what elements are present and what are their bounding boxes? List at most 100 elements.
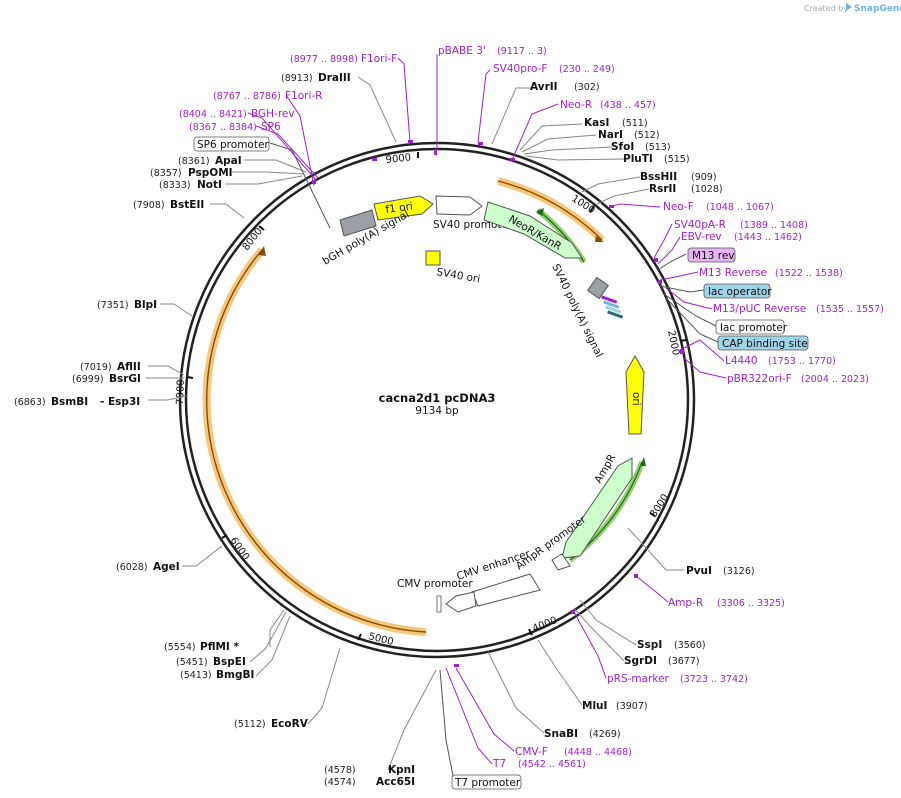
- primer-pbabe3-pos: (9117 .. 3): [497, 46, 547, 57]
- enzyme-bsteii[interactable]: BstEII: [170, 199, 204, 211]
- primer-pbabe3[interactable]: pBABE 3': [438, 45, 486, 57]
- enzyme-sfoi[interactable]: SfoI: [611, 141, 634, 153]
- primer-l4440-pos: (1753 .. 1770): [768, 356, 836, 367]
- feature-ampr-promoter[interactable]: [551, 553, 571, 571]
- feature-cmv-enhancer[interactable]: [471, 573, 541, 607]
- orf-arc-1-arrow-icon: [595, 236, 604, 242]
- primer-m13-reverse[interactable]: M13 Reverse: [699, 267, 767, 279]
- enzyme-mlui[interactable]: MluI: [582, 700, 607, 712]
- enzyme-snabi[interactable]: SnaBI: [544, 728, 578, 740]
- primer-sp6-pos: (8367 .. 8384): [189, 122, 257, 133]
- enzyme-rsrii[interactable]: RsrII: [649, 183, 676, 195]
- box-lac-promoter[interactable]: [715, 319, 785, 335]
- box-lac-operator[interactable]: [703, 283, 771, 299]
- primer-sv40pa-r[interactable]: SV40pA-R: [674, 219, 726, 231]
- enzyme-agei[interactable]: AgeI: [153, 561, 180, 573]
- enzyme-agei-pos: (6028): [116, 562, 148, 573]
- primer-neo-r[interactable]: Neo-R: [560, 99, 592, 111]
- enzyme-ecorv[interactable]: EcoRV: [271, 718, 309, 730]
- enzyme-pspomi[interactable]: PspOMI: [188, 167, 233, 179]
- snapgene-logo-icon: [846, 3, 852, 11]
- primer-m13puc-reverse[interactable]: M13/pUC Reverse: [713, 303, 806, 315]
- feature-t7-marker: [436, 595, 442, 613]
- primer-amp-r[interactable]: Amp-R: [668, 597, 703, 609]
- enzyme-bsrgi[interactable]: BsrGI: [109, 373, 141, 385]
- green-arc-1-arrow-icon: [536, 208, 544, 216]
- primer-cmv-f[interactable]: CMV-F: [515, 746, 548, 758]
- enzyme-bsteii-pos: (7908): [133, 200, 165, 211]
- box-t7-promoter[interactable]: [451, 774, 522, 790]
- enzyme-sspi-pos: (3560): [674, 640, 706, 651]
- primer-l4440[interactable]: L4440: [725, 355, 758, 367]
- tick-4000: 4000: [531, 615, 559, 635]
- enzyme-kpni-pos: (4578): [324, 765, 356, 776]
- enzyme-avrii[interactable]: AvrII: [530, 81, 558, 93]
- enzyme-apai-pos: (8361): [178, 156, 210, 167]
- enzyme-apai[interactable]: ApaI: [215, 155, 242, 167]
- green-arc-2-arrow-icon: [640, 457, 646, 466]
- enzyme-draiii[interactable]: DraIII: [318, 72, 351, 84]
- primer-neo-r-pos: (438 .. 457): [600, 100, 656, 111]
- primer-neo-f-pos: (1048 .. 1067): [706, 202, 774, 213]
- feature-ori-label: ori: [630, 392, 642, 406]
- enzyme-pflmi-pos: (5554): [164, 642, 196, 653]
- orf-arc-1-line: [497, 180, 603, 241]
- enzyme-kasi[interactable]: KasI: [584, 117, 609, 129]
- feature-bgh-polya-signal[interactable]: [339, 209, 377, 237]
- enzyme-nari[interactable]: NarI: [598, 129, 623, 141]
- enzyme-ecorv-pos: (5112): [234, 719, 266, 730]
- primer-f1ori-f[interactable]: F1ori-F: [361, 53, 397, 65]
- primer-ebv-rev[interactable]: EBV-rev: [681, 231, 722, 243]
- enzyme-pluti-pos: (515): [664, 154, 690, 165]
- enzyme-bmgbi[interactable]: BmgBI: [216, 669, 254, 681]
- feature-sv40-promoter[interactable]: [435, 195, 483, 216]
- box-m13-rev-label: M13 rev: [692, 250, 735, 262]
- primer-amp-r-pos: (3306 .. 3325): [717, 598, 785, 609]
- feature-cmv-promoter-label: CMV promoter: [397, 578, 473, 590]
- primer-bgh-rev-pos: (8404 .. 8421): [179, 109, 247, 120]
- enzyme-pvui[interactable]: PvuI: [686, 565, 712, 577]
- primer-sp6[interactable]: SP6: [261, 121, 281, 133]
- enzyme-noti[interactable]: NotI: [197, 179, 222, 191]
- enzyme-sgrdi[interactable]: SgrDI: [624, 655, 657, 667]
- feature-neor-kanr[interactable]: [483, 201, 583, 259]
- feature-ori[interactable]: [625, 354, 645, 435]
- primer-f1ori-r[interactable]: F1ori-R: [285, 90, 322, 102]
- enzyme-esp3i[interactable]: - Esp3I: [100, 396, 140, 408]
- feature-sv40-ori[interactable]: [425, 250, 441, 266]
- primer-t7[interactable]: T7: [492, 758, 506, 770]
- enzyme-bsmbi-pos: (6863): [14, 397, 46, 408]
- enzyme-aflii[interactable]: AflII: [117, 361, 141, 373]
- enzyme-bsshii[interactable]: BssHII: [640, 171, 677, 183]
- primer-pbr322ori-f-pos: (2004 .. 2023): [801, 374, 869, 385]
- box-lac-operator-label: lac operator: [708, 286, 772, 298]
- enzyme-acc65i[interactable]: Acc65I: [376, 776, 415, 788]
- feature-cmv-promoter[interactable]: [445, 591, 477, 613]
- box-cap-binding-site[interactable]: [717, 335, 809, 351]
- box-sp6-promoter[interactable]: [193, 136, 270, 152]
- primer-pbr322ori-f[interactable]: pBR322ori-F: [727, 373, 792, 385]
- enzyme-bspei[interactable]: BspEI: [213, 656, 246, 668]
- enzyme-blpi[interactable]: BlpI: [134, 299, 157, 311]
- primer-bgh-rev[interactable]: BGH-rev: [251, 108, 295, 120]
- enzyme-kpni[interactable]: KpnI: [388, 764, 415, 776]
- primer-neo-f[interactable]: Neo-F: [663, 201, 694, 213]
- enzyme-pflmi[interactable]: PflMI *: [200, 641, 239, 653]
- enzyme-aflii-pos: (7019): [80, 362, 112, 373]
- enzyme-bsshii-pos: (909): [691, 172, 717, 183]
- enzyme-sspi[interactable]: SspI: [637, 639, 662, 651]
- enzyme-pluti[interactable]: PluTI: [623, 153, 653, 165]
- primer-f1ori-f-pos: (8977 .. 8998): [290, 54, 358, 65]
- primer-sv40pro-f[interactable]: SV40pro-F: [493, 63, 547, 75]
- primer-ebv-rev-pos: (1443 .. 1462): [734, 232, 802, 243]
- box-m13-rev[interactable]: [687, 247, 736, 263]
- enzyme-sgrdi-pos: (3677): [668, 656, 700, 667]
- feature-sv40-polya-signal[interactable]: [586, 276, 610, 300]
- primer-leader-lines: [247, 54, 727, 765]
- feature-f1-ori[interactable]: [373, 195, 434, 221]
- enzyme-bsmbi[interactable]: BsmBI: [51, 396, 88, 408]
- primer-prs-marker[interactable]: pRS-marker: [607, 673, 670, 685]
- box-t7-promoter-label: T7 promoter: [454, 777, 521, 789]
